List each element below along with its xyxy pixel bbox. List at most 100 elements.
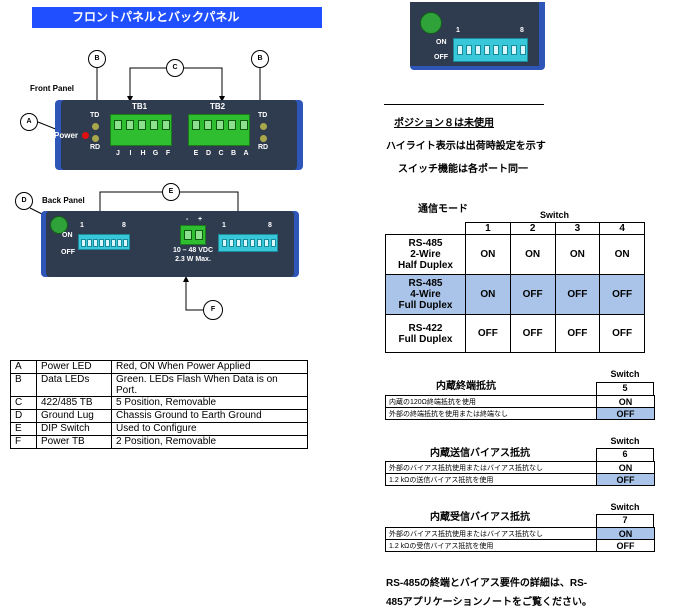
legend-key: F (10, 435, 37, 449)
callout-d: D (15, 192, 33, 210)
legend-desc: 2 Position, Removable (111, 435, 308, 449)
rxbias-row: 1.2 kΩの受信バイアス抵抗を使用 OFF (385, 539, 655, 552)
comm-col-3: 3 (554, 222, 601, 235)
mode-line: RS-485 (408, 278, 443, 289)
dip-key (117, 239, 122, 247)
back-panel-label: Back Panel (42, 196, 85, 205)
power-label: Power (54, 131, 79, 140)
power-led (82, 132, 89, 139)
dip-key (264, 239, 269, 247)
power-pin-minus (184, 230, 192, 240)
dip-zoom-switch (453, 38, 528, 62)
section-title: フロントパネルとバックパネル (32, 7, 322, 28)
txbias-switch-number: 6 (596, 448, 654, 461)
legend-desc: Used to Configure (111, 422, 308, 436)
comm-value: OFF (509, 274, 556, 315)
legend-desc: Red, ON When Power Applied (111, 360, 308, 374)
dip-key (484, 45, 490, 55)
mode-line: RS-422 (408, 322, 443, 334)
component-legend-table: A Power LED Red, ON When Power Applied B… (10, 360, 308, 449)
legend-name: DIP Switch (36, 422, 112, 436)
back-dip-off-label: OFF (61, 249, 75, 256)
rx-bias-table: 外部のバイアス抵抗使用またはバイアス抵抗なし ON 1.2 kΩの受信バイアス抵… (385, 527, 655, 552)
power-rating-line2: 2.3 W Max. (175, 256, 211, 263)
term-switch-number: 5 (596, 382, 654, 395)
pin-label: G (152, 150, 159, 157)
legend-row: E DIP Switch Used to Configure (10, 422, 308, 436)
back-dip-start-label: 1 (80, 222, 84, 229)
termination-table: 内蔵の120Ω終端抵抗を使用 ON 外部の終端抵抗を使用または終端なし OFF (385, 395, 655, 420)
comm-value: OFF (599, 314, 645, 353)
comm-switch-label: Switch (540, 210, 570, 220)
term-desc: 外部の終端抵抗を使用または終端なし (385, 407, 597, 420)
mode-line: Full Duplex (398, 300, 453, 311)
tb1-label: TB1 (132, 102, 148, 111)
note-highlight: ハイライト表示は出荷時設定を示す (386, 141, 546, 152)
term-row: 内蔵の120Ω終端抵抗を使用 ON (385, 395, 655, 408)
td-led-left (92, 123, 99, 130)
back-panel-diagram: D Back Panel E F ON OFF 1 8 - + 10 – 48 … (0, 180, 330, 330)
tx-bias-table: 外部のバイアス抵抗使用またはバイアス抵抗なし ON 1.2 kΩの送信バイアス抵… (385, 461, 655, 486)
dip-key (243, 239, 248, 247)
legend-desc: 5 Position, Removable (111, 396, 308, 410)
dip-zoom-off-label: OFF (434, 54, 448, 61)
dip-key (105, 239, 110, 247)
dip-key (271, 239, 276, 247)
tb1-pin-h (138, 120, 146, 130)
txbias-title: 内蔵送信バイアス抵抗 (430, 448, 530, 459)
mode-line: Half Duplex (397, 260, 453, 271)
dip-key (236, 239, 241, 247)
rxbias-row: 外部のバイアス抵抗使用またはバイアス抵抗なし ON (385, 527, 655, 540)
dip-zoom-end-label: 8 (520, 27, 524, 34)
comm-value: OFF (554, 274, 601, 315)
rxbias-value: OFF (596, 539, 655, 552)
txbias-switch-label: Switch (610, 436, 640, 446)
dip-key (257, 239, 262, 247)
dip-key (520, 45, 526, 55)
comm-value: ON (465, 274, 511, 315)
mode-line: Full Duplex (398, 333, 453, 345)
front-panel-diagram: Front Panel B C B A Power TD RD TD RD TB… (0, 40, 330, 180)
legend-desc: Chassis Ground to Earth Ground (111, 409, 308, 423)
note-position8: ポジション８は未使用 (394, 118, 494, 129)
comm-value: ON (599, 234, 645, 275)
legend-key: E (10, 422, 37, 436)
tb2-pin-c (216, 120, 224, 130)
comm-value: OFF (554, 314, 601, 353)
dip-key (81, 239, 86, 247)
mode-line: RS-485 (408, 238, 443, 249)
front-device-body (61, 100, 297, 170)
dip-key (222, 239, 227, 247)
term-switch-label: Switch (610, 369, 640, 379)
dip-key (493, 45, 499, 55)
tb2-pin-b (228, 120, 236, 130)
callout-b-left: B (88, 50, 106, 68)
back-dip-switch-left (78, 234, 130, 250)
dip-key (99, 239, 104, 247)
comm-value: OFF (599, 274, 645, 315)
legend-key: C (10, 396, 37, 410)
footer-note-line2: 485アプリケーションノートをご覧ください。 (386, 597, 592, 608)
power-minus-label: - (186, 216, 189, 223)
legend-desc-line1: Green. LEDs Flash When Data is on (116, 374, 278, 385)
rxbias-desc: 1.2 kΩの受信バイアス抵抗を使用 (385, 539, 597, 552)
tb1-pin-i (126, 120, 134, 130)
tb1-pin-labels: J I H G F (112, 150, 174, 157)
pin-label: F (165, 150, 171, 157)
dip-zoom-on-label: ON (436, 39, 447, 46)
comm-value: OFF (509, 314, 556, 353)
comm-value: ON (465, 234, 511, 275)
td-label-right: TD (258, 112, 268, 119)
comm-value: ON (509, 234, 556, 275)
pin-label: J (116, 150, 120, 157)
pin-label: A (243, 150, 249, 157)
legend-key: A (10, 360, 37, 374)
legend-desc-line2: Port. (116, 385, 138, 396)
footer-note-line1: RS-485の終端とバイアス要件の詳細は、RS- (386, 578, 588, 589)
power-plus-label: + (198, 216, 203, 223)
power-pin-plus (195, 230, 203, 240)
term-row: 外部の終端抵抗を使用または終端なし OFF (385, 407, 655, 420)
legend-key: B (10, 373, 37, 397)
